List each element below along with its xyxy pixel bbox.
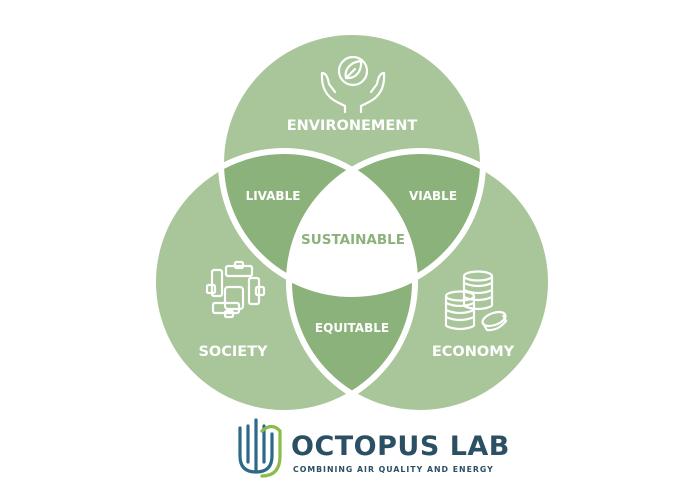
brand-name: OCTOPUS LAB: [291, 431, 510, 462]
society-label: SOCIETY: [198, 344, 268, 360]
brand-tagline: COMBINING AIR QUALITY AND ENERGY: [293, 465, 494, 474]
economy-outline: [286, 148, 554, 416]
viable-label: VIABLE: [409, 189, 457, 203]
environment-label: ENVIRONEMENT: [287, 118, 418, 134]
octopus-lab-logo-icon: [238, 418, 282, 478]
economy-label: ECONOMY: [432, 344, 515, 360]
hands-holding-leaf-icon: [320, 55, 386, 114]
society-outline: [150, 148, 418, 416]
center-layer: [289, 151, 415, 294]
environment-outline: [218, 29, 486, 297]
sustainable-region: [289, 151, 415, 294]
outline-layer: [150, 29, 554, 416]
equitable-label: EQUITABLE: [315, 321, 389, 335]
livable-label: LIVABLE: [246, 189, 301, 203]
sustainable-label: SUSTAINABLE: [301, 232, 405, 248]
linked-hands-icon: [205, 260, 266, 319]
coin-stack-icon: [444, 270, 508, 332]
